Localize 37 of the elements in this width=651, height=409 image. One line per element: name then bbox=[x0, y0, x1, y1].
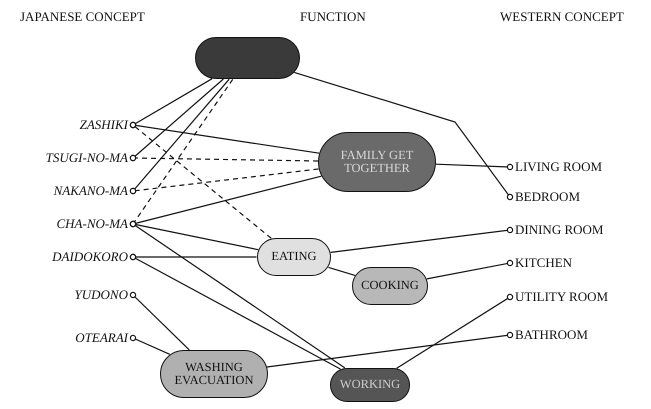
connector-line bbox=[436, 164, 514, 170]
column-heading: JAPANESE CONCEPT bbox=[20, 9, 145, 25]
room-term: ZASHIKI bbox=[10, 116, 128, 134]
connector-line bbox=[130, 254, 256, 260]
room-term: BEDROOM bbox=[515, 188, 645, 206]
room-term: BATHROOM bbox=[515, 326, 645, 344]
room-term: DINING ROOM bbox=[515, 221, 645, 239]
function-node: WASHING EVACUATION bbox=[160, 350, 268, 398]
function-node bbox=[195, 37, 300, 79]
function-node: COOKING bbox=[352, 267, 428, 305]
connector-line bbox=[294, 72, 514, 200]
connector-line bbox=[396, 294, 514, 369]
connector-line bbox=[130, 334, 170, 355]
connector-line bbox=[130, 154, 318, 162]
connector-line bbox=[426, 260, 514, 280]
room-term: NAKANO-MA bbox=[10, 182, 128, 200]
connector-line bbox=[328, 266, 356, 276]
connector-line bbox=[266, 332, 514, 368]
column-heading: FUNCTION bbox=[300, 9, 366, 25]
room-term: TSUGI-NO-MA bbox=[10, 149, 128, 167]
room-term: YUDONO bbox=[10, 286, 128, 304]
connector-line bbox=[130, 292, 190, 350]
room-term: DAIDOKORO bbox=[10, 248, 128, 266]
function-node: FAMILY GET TOGETHER bbox=[318, 132, 436, 192]
room-term: KITCHEN bbox=[515, 254, 645, 272]
room-term: CHA-NO-MA bbox=[10, 215, 128, 233]
function-node: EATING bbox=[257, 238, 331, 276]
connector-line bbox=[130, 168, 318, 194]
room-term: UTILITY ROOM bbox=[515, 288, 645, 306]
column-heading: WESTERN CONCEPT bbox=[500, 9, 624, 25]
room-term: OTEARAI bbox=[10, 329, 128, 347]
connector-line bbox=[130, 220, 346, 368]
connector-line bbox=[330, 226, 514, 253]
connector-line bbox=[130, 254, 341, 370]
function-node: WORKING bbox=[330, 368, 410, 402]
room-term: LIVING ROOM bbox=[515, 158, 645, 176]
connector-line bbox=[130, 122, 272, 239]
